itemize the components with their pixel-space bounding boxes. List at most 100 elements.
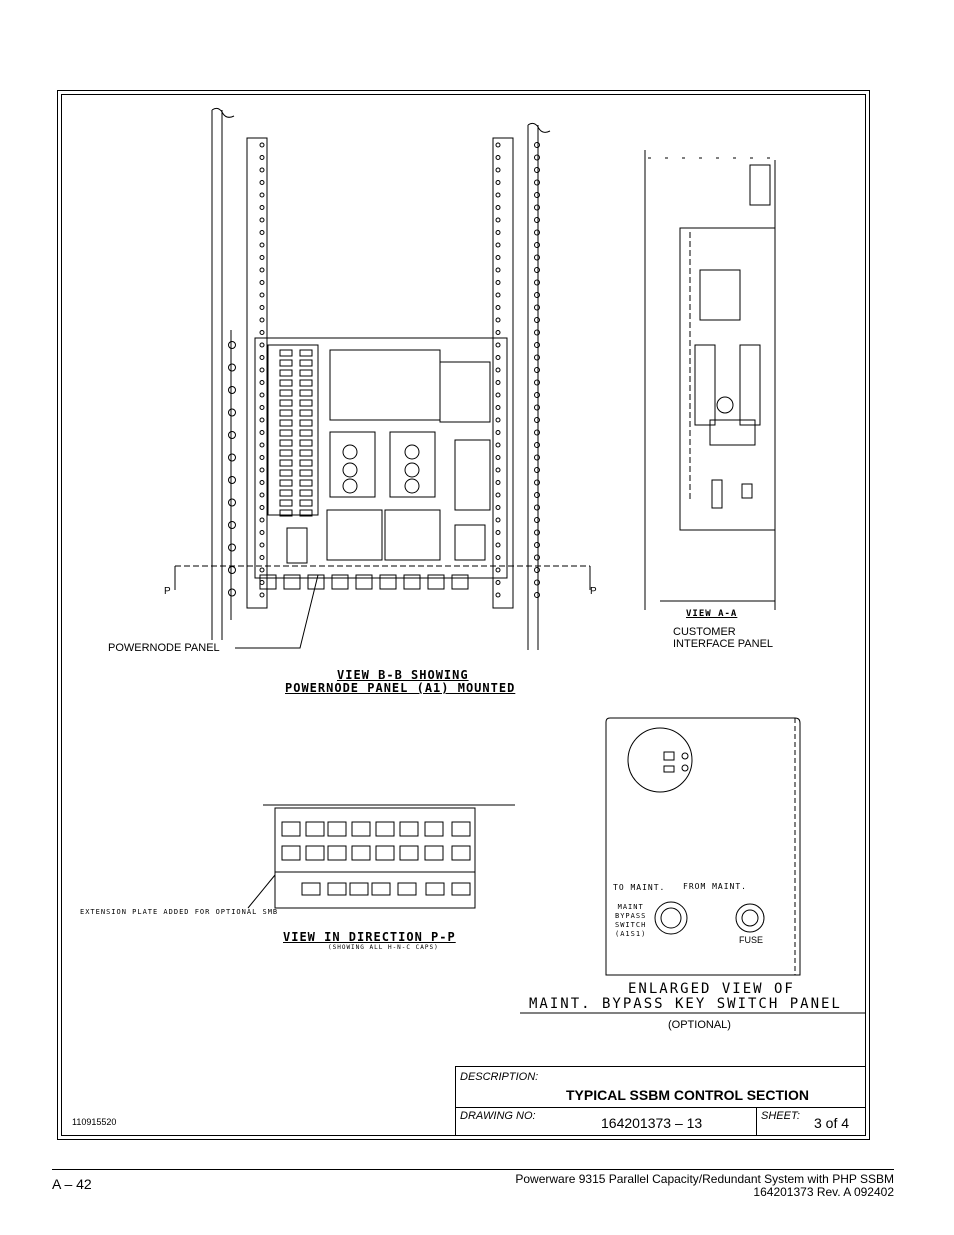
fuse-holder bbox=[279, 449, 293, 457]
rail-hole bbox=[495, 530, 501, 535]
rack-left-rail bbox=[211, 107, 268, 640]
fuse-holder bbox=[279, 419, 293, 427]
rail-hole bbox=[259, 142, 265, 148]
rail-hole bbox=[534, 329, 540, 336]
fuse-holder bbox=[299, 429, 313, 437]
fuse-holder bbox=[279, 509, 293, 517]
fuse-holder bbox=[299, 359, 313, 367]
fuse-holder bbox=[279, 349, 293, 357]
rail-hole bbox=[495, 330, 501, 335]
fuse-holder bbox=[299, 349, 313, 357]
rail-hole bbox=[495, 355, 501, 360]
rail-hole bbox=[495, 155, 501, 160]
fuse-holder bbox=[299, 419, 313, 427]
rail-hole bbox=[495, 442, 501, 448]
rail-hole bbox=[495, 217, 501, 223]
powernode-panel bbox=[254, 337, 508, 579]
rail-hole bbox=[228, 363, 236, 372]
drawing-border-outer bbox=[57, 90, 870, 1140]
fuse-holder bbox=[279, 439, 293, 447]
rail-hole bbox=[495, 542, 501, 548]
rail-hole bbox=[228, 408, 236, 417]
rail-hole bbox=[495, 180, 501, 185]
connector bbox=[425, 882, 445, 896]
connector bbox=[451, 574, 469, 590]
fuse-holder bbox=[299, 389, 313, 397]
fuse-label: FUSE bbox=[739, 935, 764, 945]
rail-hole bbox=[495, 455, 501, 460]
rail-hole bbox=[228, 431, 236, 439]
customer-interface-panel bbox=[644, 150, 776, 610]
connector bbox=[451, 882, 471, 896]
fuse-holder bbox=[299, 379, 313, 387]
rail-hole bbox=[228, 566, 236, 574]
rail-hole bbox=[259, 405, 265, 410]
fuse-holder bbox=[279, 469, 293, 477]
rail-hole bbox=[259, 555, 265, 560]
rail-hole bbox=[259, 580, 265, 585]
rail-hole bbox=[259, 592, 265, 598]
rail-hole bbox=[495, 230, 501, 235]
title-block: DESCRIPTION: TYPICAL SSBM CONTROL SECTIO… bbox=[455, 1066, 866, 1136]
description-caption: DESCRIPTION: bbox=[460, 1071, 539, 1083]
footer-doc-number: 164201373 Rev. A 092402 bbox=[753, 1185, 894, 1199]
rail-hole bbox=[495, 555, 501, 560]
sheet-value: 3 of 4 bbox=[814, 1115, 850, 1131]
rail-hole bbox=[495, 405, 501, 410]
view-pp-title: VIEW IN DIRECTION P-P bbox=[283, 930, 456, 944]
rail-hole bbox=[534, 154, 540, 161]
rail-hole bbox=[259, 292, 265, 298]
rail-hole bbox=[534, 317, 540, 323]
connector bbox=[349, 882, 369, 896]
connector bbox=[305, 821, 325, 837]
fuse-holder bbox=[299, 479, 313, 487]
connector bbox=[397, 882, 417, 896]
file-id: 110915520 bbox=[72, 1117, 117, 1127]
rail-hole bbox=[259, 430, 265, 435]
fuse-holder bbox=[299, 489, 313, 497]
extension-plate-note: EXTENSION PLATE ADDED FOR OPTIONAL SMB bbox=[80, 908, 279, 916]
description-row: DESCRIPTION: TYPICAL SSBM CONTROL SECTIO… bbox=[456, 1067, 865, 1108]
rail-hole bbox=[534, 579, 540, 586]
rail-hole bbox=[259, 505, 265, 510]
rack-right-rail bbox=[492, 122, 551, 650]
rail-hole bbox=[259, 392, 265, 398]
rail-hole bbox=[259, 467, 265, 473]
rail-hole bbox=[259, 442, 265, 448]
rail-hole bbox=[259, 517, 265, 523]
rail-hole bbox=[534, 404, 540, 411]
rail-hole bbox=[495, 242, 501, 248]
rail-hole bbox=[534, 254, 540, 261]
connector bbox=[427, 574, 445, 590]
customer-label-line2: INTERFACE PANEL bbox=[673, 638, 774, 650]
connector bbox=[305, 845, 325, 861]
fuse-holder bbox=[299, 409, 313, 417]
rail-hole bbox=[495, 430, 501, 435]
view-bb-title-line2: POWERNODE PANEL (A1) MOUNTED bbox=[285, 681, 516, 695]
fuse-holder bbox=[299, 439, 313, 447]
rail-hole bbox=[495, 505, 501, 510]
rail-hole bbox=[534, 592, 540, 598]
connector bbox=[399, 821, 419, 837]
rail-hole bbox=[495, 517, 501, 523]
drawing-no-value: 164201373 – 13 bbox=[601, 1115, 703, 1131]
rail-hole bbox=[259, 367, 265, 373]
rail-hole bbox=[259, 542, 265, 548]
description-value: TYPICAL SSBM CONTROL SECTION bbox=[566, 1087, 809, 1103]
maint-switch-label: MAINT BYPASS SWITCH (A1S1) bbox=[615, 903, 647, 938]
enlarged-view-line1: ENLARGED VIEW OF bbox=[628, 981, 795, 997]
connector bbox=[283, 574, 301, 590]
rail-hole bbox=[259, 280, 265, 285]
fuse-holder bbox=[279, 359, 293, 367]
from-maint-label: FROM MAINT. bbox=[683, 882, 747, 891]
rail-hole bbox=[534, 504, 540, 511]
rail-hole bbox=[259, 180, 265, 185]
page-number: A – 42 bbox=[52, 1176, 92, 1192]
rail-hole bbox=[495, 467, 501, 473]
connector bbox=[451, 845, 471, 861]
key-switch-panel bbox=[520, 717, 866, 1014]
rail-hole bbox=[259, 205, 265, 210]
rail-hole bbox=[534, 292, 540, 298]
rail-hole bbox=[534, 517, 540, 523]
rail-hole bbox=[259, 305, 265, 310]
